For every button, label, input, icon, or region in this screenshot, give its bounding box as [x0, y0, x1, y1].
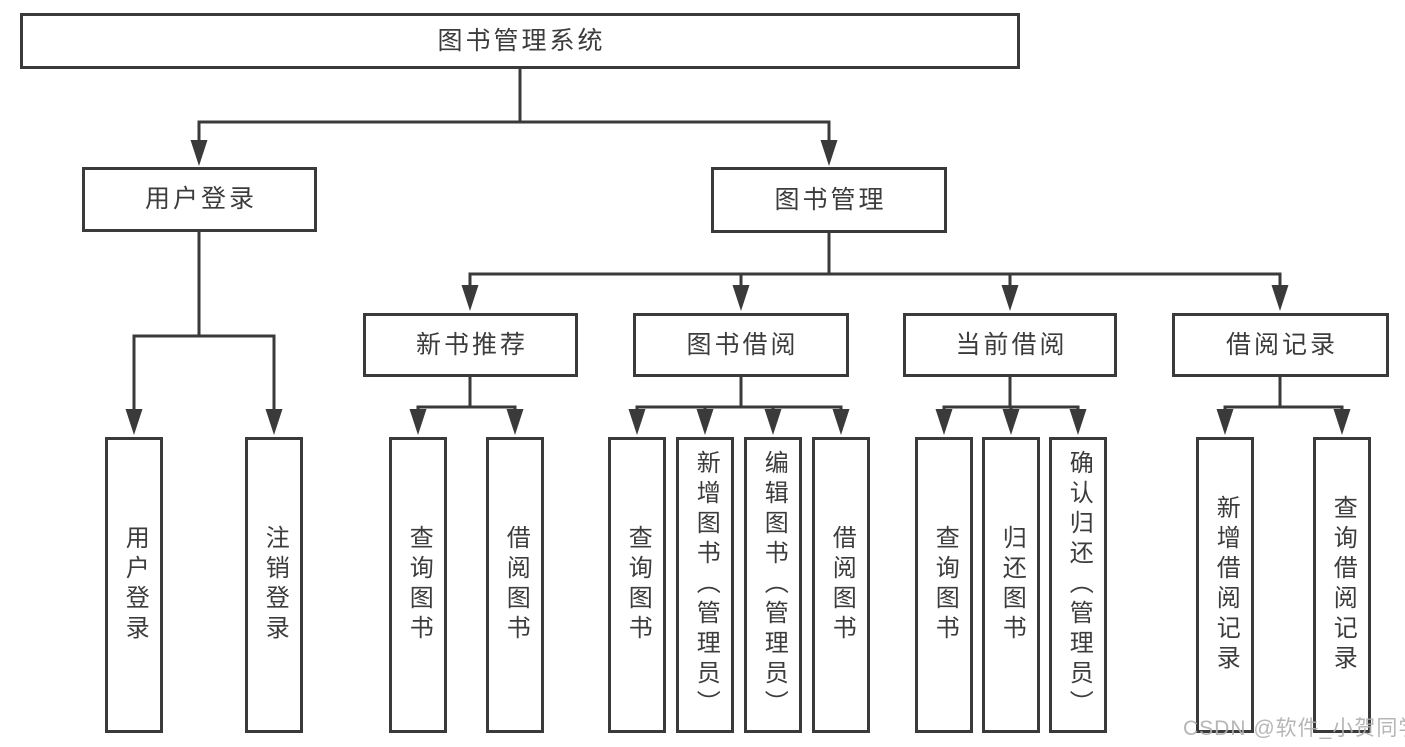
leaf-return-book: 归还图书: [982, 437, 1040, 733]
arrow-down-icon: [832, 409, 850, 435]
arrow-down-icon: [696, 409, 714, 435]
leaf-user-login: 用户登录: [105, 437, 163, 733]
connector-paths: [132, 66, 1344, 414]
leaf-query-books-1: 查询图书: [389, 437, 447, 733]
arrow-down-icon: [732, 285, 750, 311]
leaf-borrow-books-1: 借阅图书: [486, 437, 544, 733]
leaf-logout: 注销登录: [245, 437, 303, 733]
leaf-confirm-return-admin: 确认归还（管理员）: [1049, 437, 1107, 733]
arrow-down-icon: [764, 409, 782, 435]
arrow-down-icon: [125, 409, 143, 435]
leaf-borrow-books-2: 借阅图书: [812, 437, 870, 733]
leaf-query-borrow-record: 查询借阅记录: [1313, 437, 1371, 733]
arrow-down-icon: [1333, 409, 1351, 435]
connector-root: [197, 66, 831, 145]
connector-book-management: [468, 229, 1282, 290]
node-new-book-recommend: 新书推荐: [363, 313, 578, 377]
arrow-down-icon: [1001, 285, 1019, 311]
leaf-add-borrow-record: 新增借阅记录: [1196, 437, 1254, 733]
leaf-query-books-2: 查询图书: [608, 437, 666, 733]
connector-current-borrow: [942, 374, 1080, 414]
connector-new-book-recommend: [416, 374, 517, 414]
arrow-down-icon: [1216, 409, 1234, 435]
connector-book-borrow: [635, 374, 843, 414]
node-book-borrow: 图书借阅: [633, 313, 849, 377]
arrow-down-icon: [820, 140, 838, 166]
arrow-down-icon: [935, 409, 953, 435]
leaf-query-books-3: 查询图书: [915, 437, 973, 733]
arrow-down-icon: [1271, 285, 1289, 311]
arrow-down-icon: [1069, 409, 1087, 435]
arrow-down-icon: [265, 409, 283, 435]
arrow-down-icon: [461, 285, 479, 311]
node-current-borrow: 当前借阅: [903, 313, 1117, 377]
arrow-down-icon: [1002, 409, 1020, 435]
node-library-system: 图书管理系统: [20, 13, 1020, 69]
leaf-edit-book-admin: 编辑图书（管理员）: [744, 437, 802, 733]
leaf-add-book-admin: 新增图书（管理员）: [676, 437, 734, 733]
arrow-down-icon: [506, 409, 524, 435]
watermark: CSDN @软件_小贺同学: [1183, 717, 1405, 740]
connector-borrow-records: [1223, 374, 1344, 414]
arrow-down-icon: [628, 409, 646, 435]
node-borrow-records: 借阅记录: [1172, 313, 1389, 377]
arrowheads: [125, 140, 1351, 435]
node-book-management: 图书管理: [711, 167, 947, 233]
node-user-login: 用户登录: [82, 167, 317, 232]
arrow-down-icon: [190, 140, 208, 166]
connector-user-login: [132, 229, 276, 414]
arrow-down-icon: [409, 409, 427, 435]
